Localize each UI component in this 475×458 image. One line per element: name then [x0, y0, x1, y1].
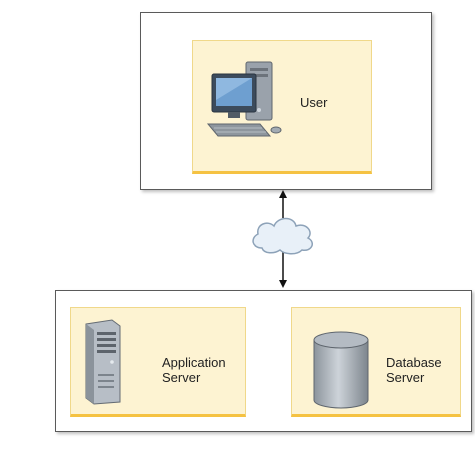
user-label: User	[300, 95, 328, 110]
server-tower-icon	[85, 319, 121, 405]
database-server-label: Database Server	[386, 355, 442, 385]
computer-icon	[206, 61, 282, 137]
application-server-label: Application Server	[162, 355, 226, 385]
database-cylinder-icon	[313, 331, 369, 409]
cloud-icon	[252, 217, 313, 255]
